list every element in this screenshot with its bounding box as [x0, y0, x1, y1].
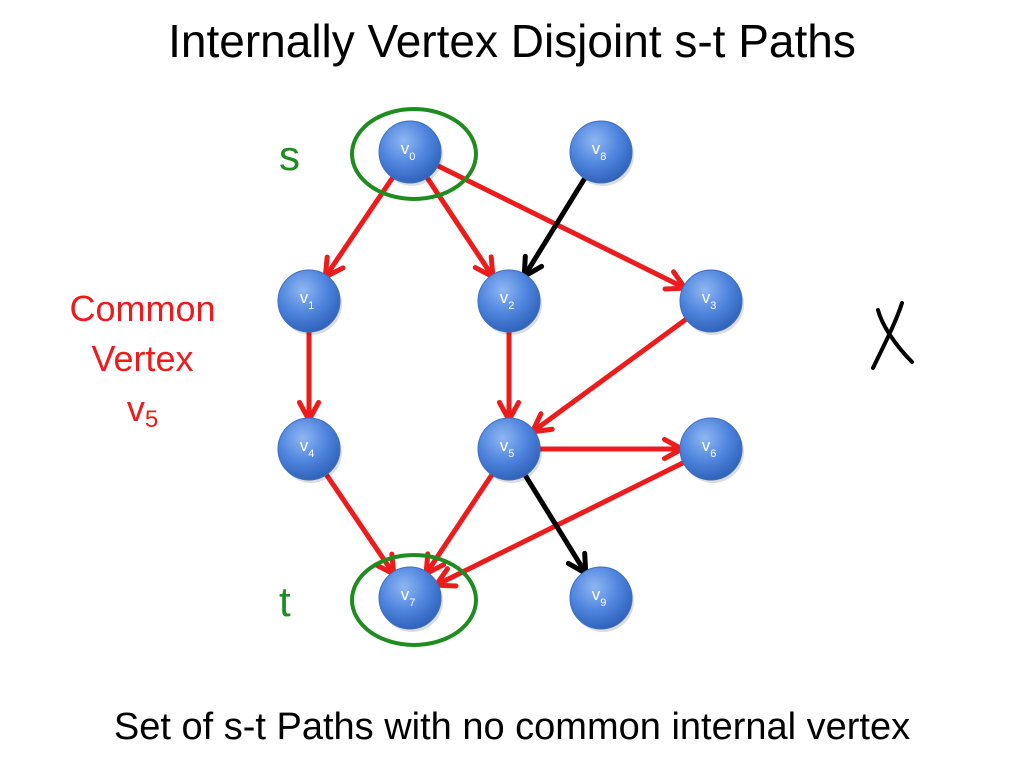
edge-v0-v3	[433, 162, 688, 292]
edge-v5-v9	[521, 471, 589, 576]
node-v8: v8	[569, 120, 634, 186]
hand-drawn-x-icon	[871, 301, 914, 370]
edge-v5-v6	[535, 436, 685, 462]
edge-v3-v5	[529, 315, 691, 435]
node-v7: v7	[378, 566, 443, 632]
terminal-ring-v0	[350, 107, 478, 201]
common-vertex-letter: v	[126, 388, 145, 429]
edge-v0-v2	[423, 173, 496, 280]
slide-title: Internally Vertex Disjoint s-t Paths	[168, 15, 856, 67]
nodes-layer: v0 v8 v1 v2 v3 v4 v5 v6 v7 v9	[277, 120, 744, 632]
edge-v1-v4	[296, 327, 322, 423]
node-v6: v6	[679, 417, 744, 483]
node-v0: v0	[378, 120, 443, 186]
terminal-rings-layer	[350, 107, 478, 647]
edges-layer	[296, 162, 691, 589]
edge-v8-v2	[521, 174, 589, 279]
common-vertex-line2: Vertex	[91, 338, 194, 379]
node-v2: v2	[477, 269, 542, 335]
node-v9: v9	[569, 566, 634, 632]
terminal-ring-v7	[350, 553, 478, 647]
common-vertex-line1: Common	[69, 288, 216, 329]
source-label: s	[279, 132, 300, 179]
node-v4: v4	[277, 417, 342, 483]
target-label: t	[279, 578, 291, 625]
node-v5: v5	[477, 417, 542, 483]
common-vertex-subscript: 5	[144, 406, 159, 433]
common-vertex-name: v5	[40, 384, 245, 445]
common-vertex-annotation: Common Vertex v5	[40, 284, 245, 445]
edge-v2-v5	[496, 327, 522, 423]
slide-footer: Set of s-t Paths with no common internal…	[113, 706, 911, 748]
node-v1: v1	[277, 269, 342, 335]
node-v3: v3	[679, 269, 744, 335]
edge-v6-v7	[433, 459, 688, 589]
